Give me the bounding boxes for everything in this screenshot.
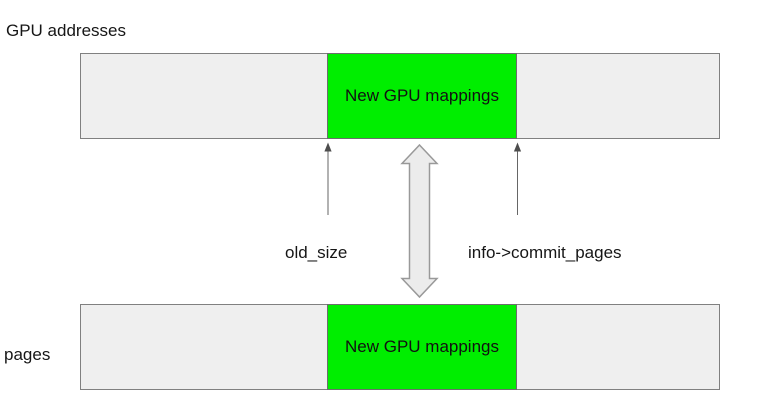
new-gpu-mappings-segment-bottom: New GPU mappings <box>327 304 517 390</box>
new-gpu-mappings-segment-top: New GPU mappings <box>327 53 517 139</box>
commit-pages-label: info->commit_pages <box>468 243 622 262</box>
mapping-double-arrow-icon <box>400 143 439 299</box>
pages-label: pages <box>4 345 51 364</box>
commit-pages-up-arrow-icon <box>513 142 522 215</box>
old-size-up-arrow-icon <box>324 142 332 215</box>
old-size-label: old_size <box>285 243 348 262</box>
new-gpu-mappings-label-bottom: New GPU mappings <box>344 337 499 356</box>
new-gpu-mappings-label-top: New GPU mappings <box>344 86 499 105</box>
gpu-addresses-label: GPU addresses <box>6 21 126 40</box>
